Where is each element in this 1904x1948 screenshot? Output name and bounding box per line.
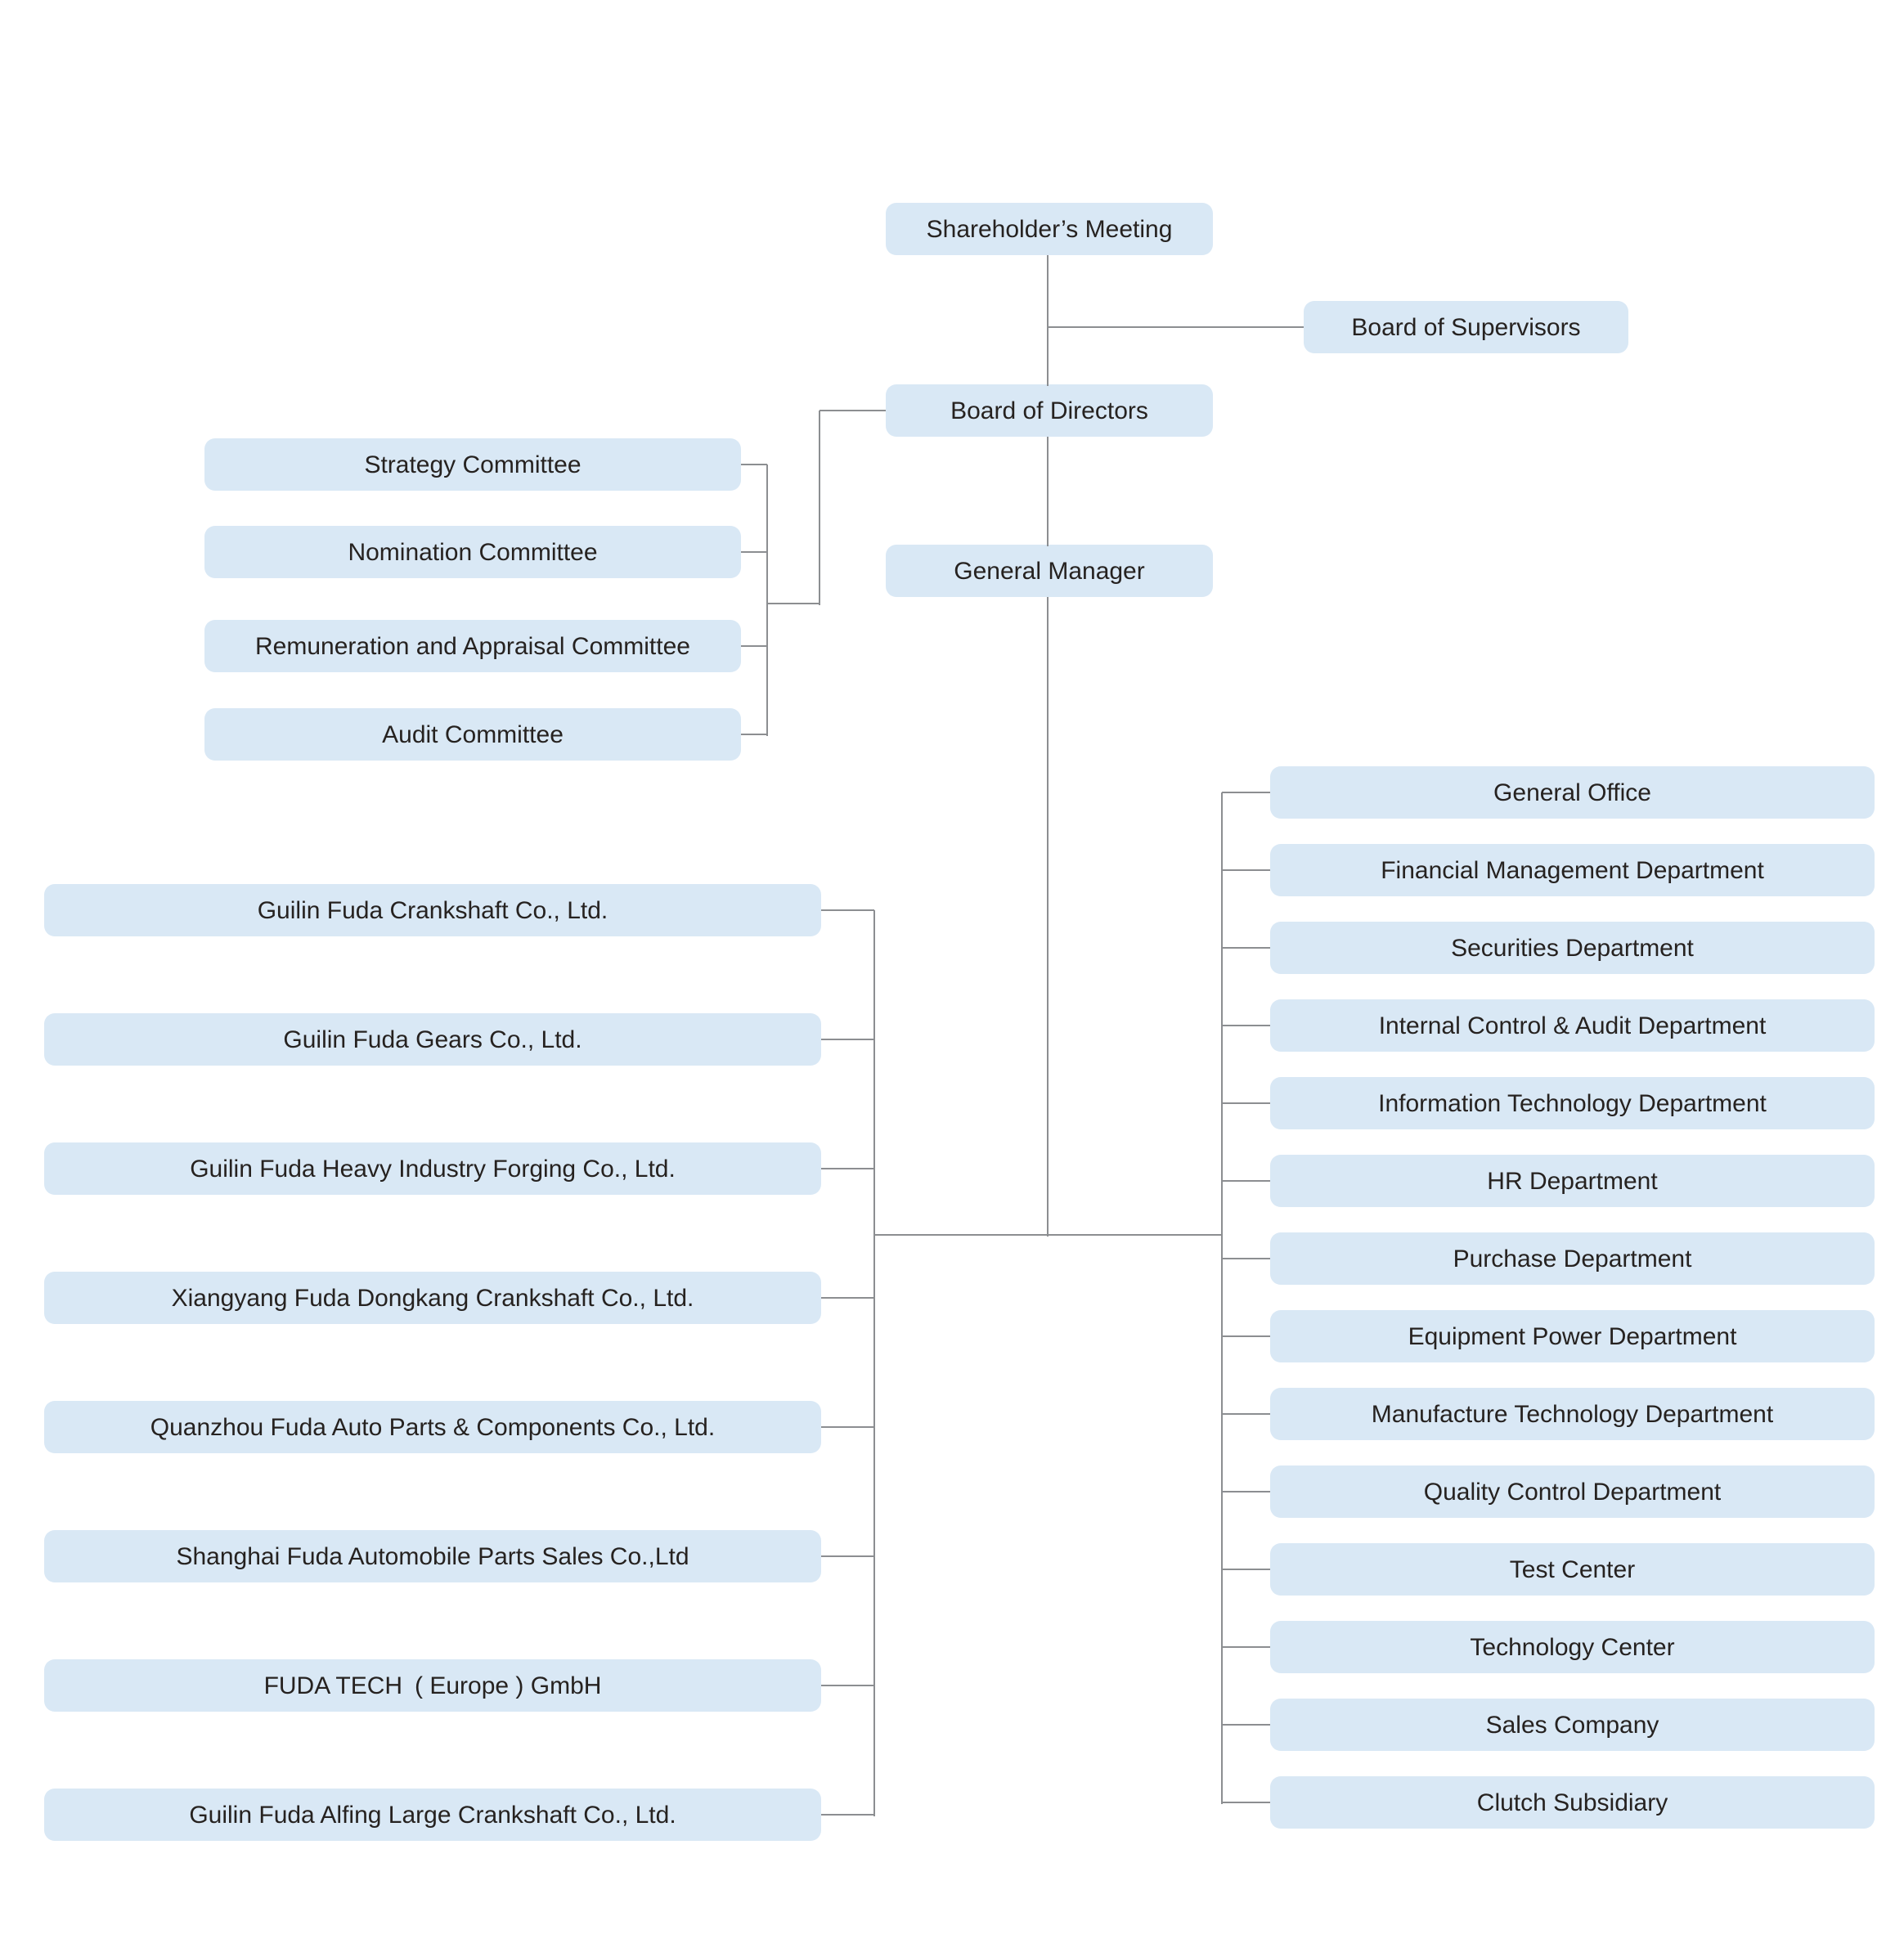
connector-line bbox=[1222, 1025, 1270, 1026]
subsidiary-item: Guilin Fuda Heavy Industry Forging Co., … bbox=[44, 1142, 821, 1195]
connector-line bbox=[821, 1039, 874, 1040]
node-shareholders-meeting: Shareholder’s Meeting bbox=[886, 203, 1213, 255]
subsidiary-item: Xiangyang Fuda Dongkang Crankshaft Co., … bbox=[44, 1272, 821, 1324]
connector-line bbox=[1047, 255, 1049, 386]
connector-line bbox=[821, 1685, 874, 1686]
connector-line bbox=[1222, 1413, 1270, 1415]
committee-item: Audit Committee bbox=[204, 708, 741, 761]
subsidiary-item: Quanzhou Fuda Auto Parts & Components Co… bbox=[44, 1401, 821, 1453]
department-item: Sales Company bbox=[1270, 1699, 1875, 1751]
connector-line bbox=[821, 1168, 874, 1169]
department-item: Manufacture Technology Department bbox=[1270, 1388, 1875, 1440]
department-item: HR Department bbox=[1270, 1155, 1875, 1207]
connector-line bbox=[766, 465, 768, 736]
node-board-of-directors: Board of Directors bbox=[886, 384, 1213, 437]
department-item: Securities Department bbox=[1270, 922, 1875, 974]
connector-line bbox=[1222, 1180, 1270, 1182]
connector-line bbox=[821, 1814, 874, 1816]
connector-line bbox=[820, 410, 886, 411]
committee-item: Remuneration and Appraisal Committee bbox=[204, 620, 741, 672]
department-item: Clutch Subsidiary bbox=[1270, 1776, 1875, 1829]
connector-line bbox=[1222, 1724, 1270, 1726]
connector-line bbox=[819, 411, 820, 605]
subsidiary-item: Shanghai Fuda Automobile Parts Sales Co.… bbox=[44, 1530, 821, 1582]
connector-line bbox=[1048, 326, 1304, 328]
connector-line bbox=[741, 464, 767, 465]
department-item: Equipment Power Department bbox=[1270, 1310, 1875, 1362]
department-item: Technology Center bbox=[1270, 1621, 1875, 1673]
connector-line bbox=[1222, 1569, 1270, 1570]
connector-line bbox=[873, 910, 875, 1816]
connector-line bbox=[1222, 1258, 1270, 1259]
committee-item: Nomination Committee bbox=[204, 526, 741, 578]
connector-line bbox=[1222, 1491, 1270, 1492]
connector-line bbox=[741, 734, 767, 735]
connector-line bbox=[741, 645, 767, 647]
committee-item: Strategy Committee bbox=[204, 438, 741, 491]
department-item: Test Center bbox=[1270, 1543, 1875, 1596]
connector-line bbox=[821, 1297, 874, 1299]
node-general-manager: General Manager bbox=[886, 545, 1213, 597]
connector-line bbox=[1222, 1802, 1270, 1803]
connector-line bbox=[1222, 792, 1270, 793]
department-item: Financial Management Department bbox=[1270, 844, 1875, 896]
connector-line bbox=[1047, 597, 1049, 1237]
subsidiary-item: Guilin Fuda Gears Co., Ltd. bbox=[44, 1013, 821, 1066]
connector-line bbox=[1222, 869, 1270, 871]
connector-line bbox=[741, 551, 767, 553]
node-board-of-supervisors: Board of Supervisors bbox=[1304, 301, 1628, 353]
connector-line bbox=[1222, 1646, 1270, 1648]
department-item: Purchase Department bbox=[1270, 1232, 1875, 1285]
connector-line bbox=[821, 909, 874, 911]
subsidiary-item: Guilin Fuda Alfing Large Crankshaft Co.,… bbox=[44, 1789, 821, 1841]
department-item: General Office bbox=[1270, 766, 1875, 819]
connector-line bbox=[821, 1426, 874, 1428]
connector-line bbox=[1222, 947, 1270, 949]
department-item: Internal Control & Audit Department bbox=[1270, 999, 1875, 1052]
connector-line bbox=[767, 603, 820, 604]
subsidiary-item: FUDA TECH ( Europe ) GmbH bbox=[44, 1659, 821, 1712]
department-item: Information Technology Department bbox=[1270, 1077, 1875, 1129]
connector-line bbox=[821, 1555, 874, 1557]
connector-line bbox=[874, 1234, 1222, 1236]
connector-line bbox=[1221, 792, 1223, 1804]
department-item: Quality Control Department bbox=[1270, 1465, 1875, 1518]
connector-line bbox=[1047, 437, 1049, 546]
connector-line bbox=[1222, 1335, 1270, 1337]
connector-line bbox=[1222, 1102, 1270, 1104]
subsidiary-item: Guilin Fuda Crankshaft Co., Ltd. bbox=[44, 884, 821, 936]
